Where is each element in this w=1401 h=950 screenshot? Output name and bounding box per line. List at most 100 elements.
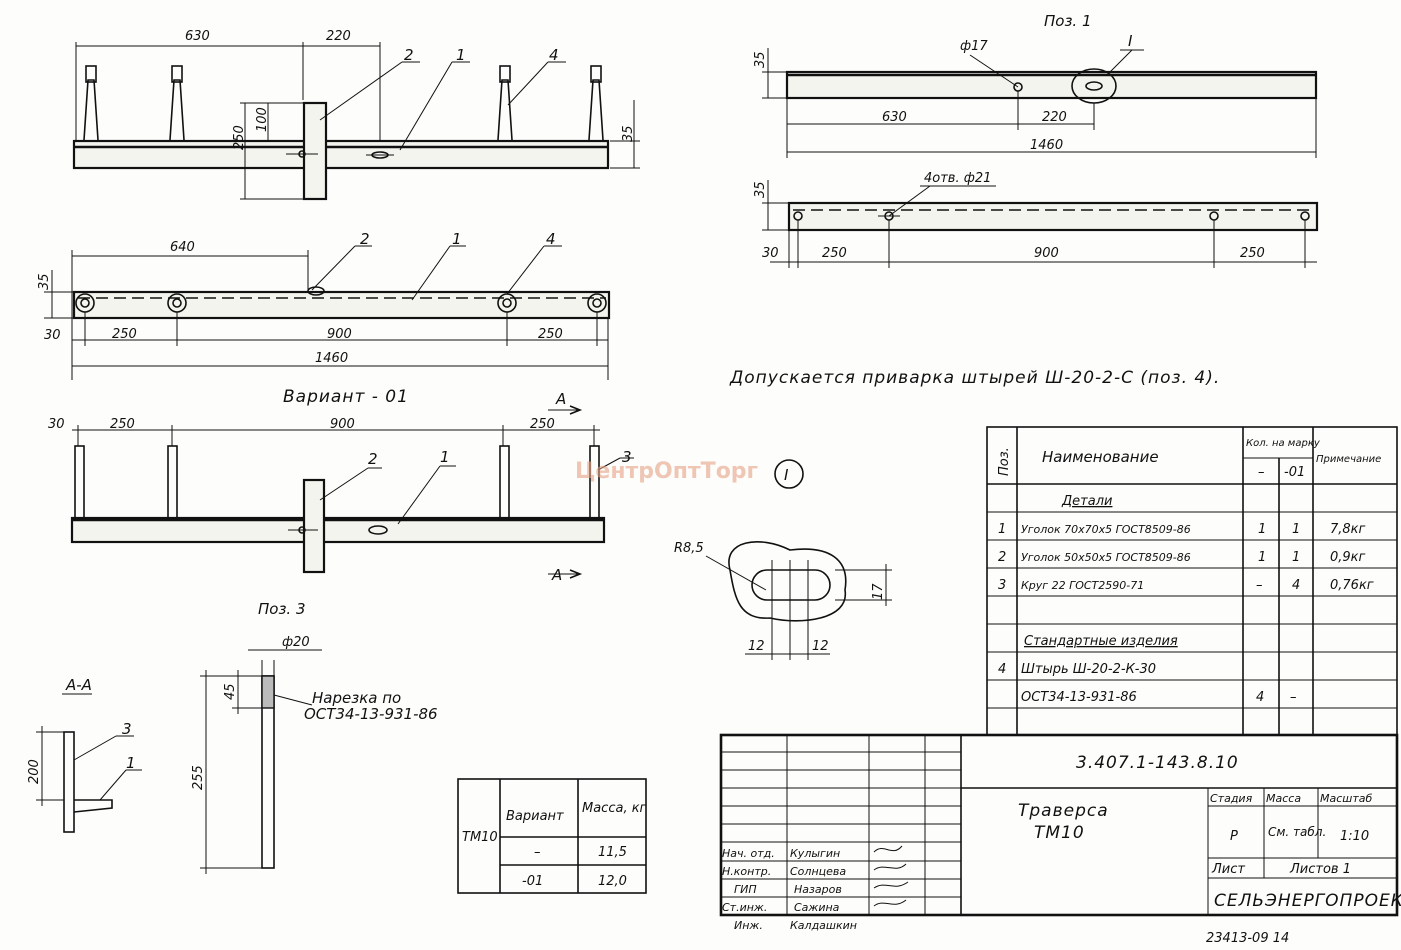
- signatures: [873, 845, 909, 907]
- pos1-dim-35b: 35: [753, 181, 768, 198]
- spec-header-pos: Поз.: [997, 447, 1012, 476]
- dim-35-right: 35: [621, 125, 636, 142]
- plan-dim-250a: 250: [112, 327, 137, 342]
- spec-header-qty-a: –: [1258, 465, 1265, 480]
- tb-scale-header: Масштаб: [1320, 792, 1372, 805]
- tb-mass: См. табл.: [1268, 825, 1326, 839]
- watermark: ЦентрОптТорг: [575, 459, 758, 484]
- spec-row1-b: 1: [1292, 522, 1300, 537]
- callout-2: 2: [404, 46, 414, 64]
- mass-row1-mass: 11,5: [598, 845, 627, 860]
- tb-person-3: Назаров: [794, 883, 842, 896]
- pos1-dim-1460: 1460: [1030, 138, 1063, 153]
- spec-row1-name: Уголок 70х70х5 ГОСТ8509-86: [1021, 523, 1191, 536]
- spec-row1-note: 7,8кг: [1330, 522, 1366, 537]
- doc-name-line2: ТМ10: [1034, 823, 1085, 843]
- plan-dim-640: 640: [170, 240, 195, 255]
- pos1-dim-35: 35: [753, 51, 768, 68]
- spec-row5-b: –: [1290, 690, 1297, 705]
- spec-row5-a: 4: [1256, 690, 1264, 705]
- tb-role-2: Н.контр.: [722, 865, 771, 878]
- doc-name-line1: Траверса: [1018, 801, 1109, 821]
- var-dim-250a: 250: [110, 417, 135, 432]
- front-view: 630 220 250 100 35: [72, 29, 640, 201]
- tb-sheet: Лист: [1211, 862, 1245, 877]
- spec-row3-b: 4: [1292, 578, 1300, 593]
- spec-row2-pos: 2: [998, 550, 1006, 565]
- tb-stage-header: Стадия: [1210, 792, 1253, 805]
- tb-stage: Р: [1230, 829, 1238, 844]
- section-aa-title: А-А: [65, 676, 92, 694]
- var-callout-1: 1: [440, 448, 450, 466]
- spec-header-note: Примечание: [1316, 454, 1381, 465]
- pos1-holes: 4отв. ф21: [924, 171, 991, 186]
- section-dim-200: 200: [27, 759, 42, 784]
- detail-dim-12a: 12: [748, 639, 765, 654]
- pos3-dim-d20: ф20: [282, 635, 310, 650]
- pos1-dim-220: 220: [1042, 110, 1067, 125]
- mass-table: ТМ10 Вариант Масса, кг – 11,5 -01 12,0: [457, 778, 647, 894]
- mass-row2-mass: 12,0: [598, 874, 627, 889]
- spec-row1-pos: 1: [998, 522, 1006, 537]
- plan-callout-4: 4: [546, 230, 556, 248]
- plan-dim-900: 900: [327, 327, 352, 342]
- mass-header-variant: Вариант: [506, 809, 564, 824]
- pos3-thread-label: Нарезка по: [312, 689, 401, 707]
- variant-01-view: Вариант - 01 30 250 900 250 2 1 3 А А: [48, 387, 634, 584]
- tb-org: СЕЛЬЭНЕРГОПРОЕКТ: [1214, 891, 1401, 911]
- tb-person-2: Солнцева: [790, 865, 846, 878]
- var-callout-3: 3: [622, 448, 632, 466]
- pos1-title: Поз. 1: [1044, 12, 1092, 30]
- spec-row1-a: 1: [1258, 522, 1266, 537]
- plan-callout-2: 2: [360, 230, 370, 248]
- spec-row2-name: Уголок 50х50х5 ГОСТ8509-86: [1021, 551, 1191, 564]
- dim-220: 220: [326, 29, 351, 44]
- spec-row2-b: 1: [1292, 550, 1300, 565]
- doc-code: 3.407.1-143.8.10: [1076, 753, 1239, 773]
- tb-mass-header: Масса: [1266, 792, 1301, 805]
- variant-title: Вариант - 01: [283, 387, 409, 407]
- spec-row5-name: ОСТ34-13-931-86: [1021, 690, 1137, 705]
- tb-role-1: Нач. отд.: [722, 847, 775, 860]
- detail-dim-12b: 12: [812, 639, 829, 654]
- spec-section-details: Детали: [1061, 494, 1112, 509]
- pos1-dim-30: 30: [762, 246, 779, 261]
- spec-row3-name: Круг 22 ГОСТ2590-71: [1021, 579, 1144, 592]
- pos1-dim-900: 900: [1034, 246, 1059, 261]
- pos3-title: Поз. 3: [258, 600, 306, 618]
- detail-radius: R8,5: [674, 541, 704, 556]
- general-note: Допускается приварка штырей Ш-20-2-С (по…: [729, 368, 1220, 388]
- dim-630: 630: [185, 29, 210, 44]
- tb-role-4: Ст.инж.: [722, 901, 767, 914]
- spec-table: Поз. Наименование Кол. на марку – -01 Пр…: [986, 426, 1398, 736]
- tb-role-3: ГИП: [734, 883, 757, 896]
- spec-section-standard: Стандартные изделия: [1024, 634, 1178, 649]
- plan-view: 640 35 30 250 900 250 1460 2 1 4: [37, 230, 611, 380]
- var-dim-900: 900: [330, 417, 355, 432]
- spec-row2-note: 0,9кг: [1330, 550, 1366, 565]
- plan-dim-30: 30: [44, 328, 61, 343]
- pos1-dim-d17: ф17: [960, 39, 988, 54]
- detail-dim-17: 17: [871, 583, 886, 600]
- pos1-mark-I: I: [1128, 32, 1133, 50]
- tb-person-4: Сажина: [794, 901, 840, 914]
- mass-row1-variant: –: [534, 845, 541, 860]
- tb-scale: 1:10: [1340, 829, 1369, 844]
- spec-header-qty-b: -01: [1284, 465, 1305, 480]
- section-callout-3: 3: [122, 720, 132, 738]
- pos1-dim-630: 630: [882, 110, 907, 125]
- pos3-thread-std: ОСТ34-13-931-86: [304, 705, 438, 723]
- tb-role-5: Инж.: [734, 919, 763, 932]
- title-block: 3.407.1-143.8.10 Траверса ТМ10 Стадия Ма…: [719, 733, 1401, 946]
- tb-sheets: Листов 1: [1289, 862, 1351, 877]
- pos3-view: Поз. 3 ф20 45 255 Нарезка по ОСТ34-13-93…: [191, 600, 438, 874]
- section-mark-bottom: А: [551, 566, 562, 584]
- tb-person-5: Калдашкин: [790, 919, 857, 932]
- detail-mark: I: [784, 466, 789, 484]
- spec-header-qty: Кол. на марку: [1246, 438, 1321, 449]
- mass-header-mass: Масса, кг: [582, 801, 647, 816]
- spec-row4-pos: 4: [998, 662, 1006, 677]
- section-callout-1: 1: [126, 754, 136, 772]
- plan-callout-1: 1: [452, 230, 462, 248]
